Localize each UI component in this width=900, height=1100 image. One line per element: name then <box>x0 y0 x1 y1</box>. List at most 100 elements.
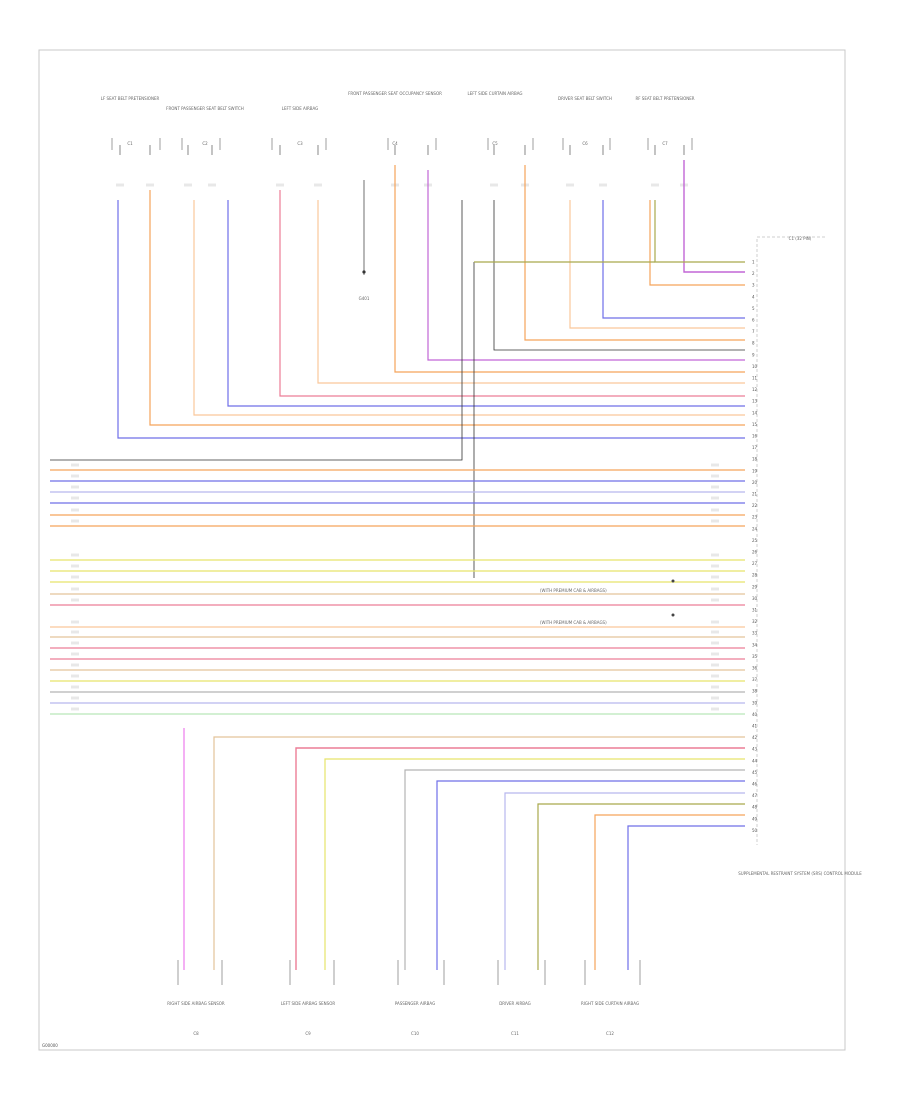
wire-code-mark <box>71 598 79 602</box>
wire <box>295 747 745 970</box>
ground-g401: G401 <box>359 180 370 301</box>
wire-code-mark <box>71 519 79 523</box>
pin-number: 27 <box>752 561 758 566</box>
wire <box>427 170 745 361</box>
pin-number: 38 <box>752 689 758 694</box>
wire <box>487 138 534 150</box>
wire-code-mark <box>711 685 719 689</box>
pin-number: 30 <box>752 596 758 601</box>
connector-label: C11 <box>511 1031 519 1036</box>
wire-code-mark <box>711 620 719 624</box>
component-label: LEFT SIDE CURTAIN AIRBAG <box>467 91 522 96</box>
wire-code-mark <box>711 519 719 523</box>
pin-number: 40 <box>752 712 758 717</box>
connector-label: C5 <box>492 141 498 146</box>
wire-code-mark <box>71 496 79 500</box>
pin-number: 4 <box>752 294 755 299</box>
wire <box>524 165 745 341</box>
wire <box>654 200 745 263</box>
wire <box>193 200 745 416</box>
note-text: (WITH PREMIUM CAB & AIRBAGS) <box>540 620 607 625</box>
pin-number: 14 <box>752 410 758 415</box>
connector-label: C8 <box>193 1031 199 1036</box>
wire <box>111 138 161 150</box>
wire-code-mark <box>71 564 79 568</box>
pin-number: 12 <box>752 387 758 392</box>
wire <box>537 803 745 970</box>
wire <box>289 960 335 985</box>
note-text: (WITH PREMIUM CAB & AIRBAGS) <box>540 588 607 593</box>
component-label: PASSENGER AIRBAG <box>395 1001 435 1006</box>
wire-code-mark <box>711 496 719 500</box>
pin-number: 13 <box>752 399 758 404</box>
wire <box>569 200 745 329</box>
wire <box>177 960 223 985</box>
wire-code-mark <box>599 183 607 187</box>
ground-label: G401 <box>359 296 370 301</box>
wire-code-mark <box>184 183 192 187</box>
wire-code-mark <box>71 587 79 591</box>
pin-number: 5 <box>752 306 755 311</box>
connector-label: C6 <box>582 141 588 146</box>
wire-code-mark <box>71 674 79 678</box>
pin-number: 29 <box>752 584 758 589</box>
pin-number: 26 <box>752 550 758 555</box>
bottom-component-labels: RIGHT SIDE AIRBAG SENSOR C8 LEFT SIDE AI… <box>167 1001 639 1036</box>
pin-number: 45 <box>752 770 758 775</box>
pin-number: 48 <box>752 805 758 810</box>
pin-number: 9 <box>752 352 755 357</box>
component-label: RIGHT SIDE AIRBAG SENSOR <box>167 1001 225 1006</box>
wire-code-mark <box>71 652 79 656</box>
pin-number: 3 <box>752 283 755 288</box>
pin-number: 1 <box>752 260 755 265</box>
wire <box>271 138 327 150</box>
wire-code-mark <box>651 183 659 187</box>
wire-code-mark <box>71 696 79 700</box>
component-label: FRONT PASSENGER SEAT BELT SWITCH <box>166 106 244 111</box>
pin-number: 35 <box>752 654 758 659</box>
wire-code-mark <box>711 674 719 678</box>
wire-code-mark <box>711 575 719 579</box>
wire-code-mark <box>711 707 719 711</box>
splice-notes: (WITH PREMIUM CAB & AIRBAGS) (WITH PREMI… <box>540 579 675 625</box>
wire-code-mark <box>711 652 719 656</box>
wire <box>584 960 641 985</box>
wire <box>497 960 546 985</box>
connector-label: C12 <box>606 1031 614 1036</box>
wire-code-mark <box>71 620 79 624</box>
component-label: FRONT PASSENGER SEAT OCCUPANCY SENSOR <box>348 91 442 96</box>
connector-label: C9 <box>305 1031 311 1036</box>
pin-number: 50 <box>752 828 758 833</box>
pin-number: 32 <box>752 619 758 624</box>
wire-code-mark <box>71 707 79 711</box>
pin-number: 25 <box>752 538 758 543</box>
wire <box>279 190 745 397</box>
wire-code-mark <box>71 485 79 489</box>
pin-number: 18 <box>752 457 758 462</box>
wire <box>562 138 611 150</box>
wire-code-mark <box>71 474 79 478</box>
wire-code-mark <box>711 553 719 557</box>
pin-number: 6 <box>752 318 755 323</box>
component-label: RIGHT SIDE CURTAIN AIRBAG <box>581 1001 639 1006</box>
pin-number: 22 <box>752 503 758 508</box>
splice-dot <box>671 613 675 617</box>
wire <box>647 138 693 150</box>
wire-code-mark <box>71 508 79 512</box>
connector-label: C7 <box>662 141 668 146</box>
wire <box>602 200 745 319</box>
component-label: DRIVER SEAT BELT SWITCH <box>558 96 612 101</box>
pin-number: 34 <box>752 642 758 647</box>
pin-number: 46 <box>752 782 758 787</box>
wire <box>227 200 745 407</box>
pin-number: 31 <box>752 608 758 613</box>
pin-number: 28 <box>752 573 758 578</box>
component-label: DRIVER AIRBAG <box>499 1001 531 1006</box>
connector-label: C4 <box>392 141 398 146</box>
wire-code-mark <box>276 183 284 187</box>
wire <box>387 138 437 150</box>
wire-harness: 1234567891011121314151617181920212223242… <box>50 138 758 985</box>
wire <box>627 825 745 970</box>
wire-code-mark <box>314 183 322 187</box>
